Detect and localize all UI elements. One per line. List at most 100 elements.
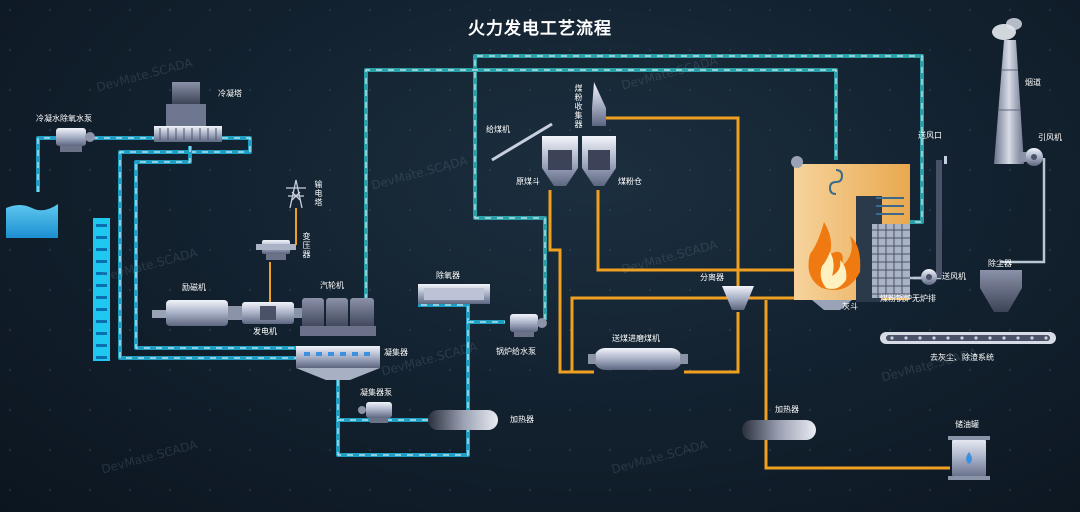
grid-dot bbox=[569, 369, 571, 371]
ash-conveyor[interactable] bbox=[880, 332, 1056, 344]
grid-dot bbox=[809, 449, 811, 451]
water-column-stripe bbox=[96, 296, 107, 299]
condenser[interactable] bbox=[296, 346, 380, 380]
grid-dot bbox=[129, 89, 131, 91]
grid-dot bbox=[249, 369, 251, 371]
grid-dot bbox=[649, 129, 651, 131]
grid-dot bbox=[809, 89, 811, 91]
condensate-pump[interactable] bbox=[358, 402, 392, 423]
grid-dot bbox=[249, 129, 251, 131]
grid-dot bbox=[129, 369, 131, 371]
pulverized-bin[interactable] bbox=[582, 136, 616, 186]
water-column-stripe bbox=[96, 224, 107, 227]
heater-oil[interactable] bbox=[742, 420, 816, 440]
grid-dot bbox=[649, 249, 651, 251]
grid-dot bbox=[689, 9, 691, 11]
grid-dot bbox=[289, 49, 291, 51]
heater-low[interactable] bbox=[428, 410, 498, 430]
grid-dot bbox=[689, 89, 691, 91]
transformer[interactable] bbox=[256, 240, 296, 260]
grid-dot bbox=[9, 49, 11, 51]
grid-dot bbox=[329, 289, 331, 291]
chimney[interactable] bbox=[992, 18, 1024, 164]
deaerator[interactable] bbox=[418, 284, 490, 304]
grid-dot bbox=[529, 129, 531, 131]
raw-coal-bunker[interactable] bbox=[542, 136, 578, 186]
label-boiler: 煤粉锅炉无炉排 bbox=[880, 294, 936, 303]
grid-dot bbox=[409, 129, 411, 131]
feed-pump[interactable] bbox=[510, 314, 547, 337]
coal-feeder[interactable] bbox=[491, 122, 553, 162]
grid-dot bbox=[89, 289, 91, 291]
grid-dot bbox=[9, 89, 11, 91]
grid-dot bbox=[1049, 369, 1051, 371]
label-generator: 发电机 bbox=[253, 327, 277, 336]
grid-dot bbox=[49, 449, 51, 451]
grid-dot bbox=[929, 89, 931, 91]
grid-dot bbox=[1049, 489, 1051, 491]
grid-dot bbox=[889, 89, 891, 91]
grid-dot bbox=[9, 249, 11, 251]
cooling-pump[interactable] bbox=[56, 128, 95, 152]
cooling-tower[interactable] bbox=[154, 82, 222, 142]
label-cooling-pump: 冷凝水除氧水泵 bbox=[36, 114, 92, 123]
grid-dot bbox=[769, 209, 771, 211]
water-column-stripe bbox=[96, 344, 107, 347]
pulverized-collector[interactable] bbox=[592, 82, 606, 126]
coal-mill[interactable] bbox=[588, 348, 688, 370]
id-fan[interactable] bbox=[1020, 148, 1043, 166]
grid-dot bbox=[289, 369, 291, 371]
exciter[interactable] bbox=[152, 300, 242, 326]
grid-dot bbox=[529, 369, 531, 371]
blower[interactable] bbox=[921, 269, 937, 285]
water-column-stripe bbox=[96, 272, 107, 275]
oil-tank[interactable] bbox=[948, 436, 990, 480]
grid-dot bbox=[9, 489, 11, 491]
ash-hopper[interactable] bbox=[812, 300, 852, 310]
dust-collector[interactable] bbox=[980, 270, 1022, 312]
grid-dot bbox=[409, 169, 411, 171]
grid-dot bbox=[769, 449, 771, 451]
grid-dot bbox=[649, 89, 651, 91]
conveyor-roller bbox=[988, 336, 992, 340]
grid-dot bbox=[489, 489, 491, 491]
grid-dot bbox=[729, 369, 731, 371]
grid-dot bbox=[689, 449, 691, 451]
grid-dot bbox=[849, 89, 851, 91]
grid-dot bbox=[49, 249, 51, 251]
separator[interactable] bbox=[722, 286, 754, 310]
grid-dot bbox=[9, 409, 11, 411]
grid-dot bbox=[169, 409, 171, 411]
transmission-tower[interactable] bbox=[286, 179, 306, 209]
grid-dot bbox=[1049, 249, 1051, 251]
generator[interactable] bbox=[242, 302, 304, 324]
grid-dot bbox=[49, 9, 51, 11]
grid-dot bbox=[489, 449, 491, 451]
grid-dot bbox=[89, 449, 91, 451]
grid-dot bbox=[209, 9, 211, 11]
grid-dot bbox=[1049, 129, 1051, 131]
grid-dot bbox=[1009, 489, 1011, 491]
grid-dot bbox=[849, 449, 851, 451]
grid-dot bbox=[169, 209, 171, 211]
grid-dot bbox=[169, 169, 171, 171]
conveyor-roller bbox=[946, 336, 950, 340]
grid-dot bbox=[969, 9, 971, 11]
grid-dot bbox=[289, 449, 291, 451]
grid-dot bbox=[729, 129, 731, 131]
grid-dot bbox=[369, 129, 371, 131]
pipe-cooling-left bbox=[36, 136, 158, 192]
grid-dot bbox=[729, 329, 731, 331]
water-column-stripe bbox=[96, 260, 107, 263]
grid-dot bbox=[969, 289, 971, 291]
grid-dot bbox=[89, 49, 91, 51]
air-preheater[interactable] bbox=[872, 224, 910, 298]
grid-dot bbox=[849, 369, 851, 371]
grid-dot bbox=[89, 209, 91, 211]
grid-dot bbox=[249, 329, 251, 331]
grid-dot bbox=[89, 9, 91, 11]
grid-dot bbox=[9, 289, 11, 291]
grid-dot bbox=[609, 49, 611, 51]
turbine[interactable] bbox=[300, 298, 376, 336]
grid-dot bbox=[89, 249, 91, 251]
